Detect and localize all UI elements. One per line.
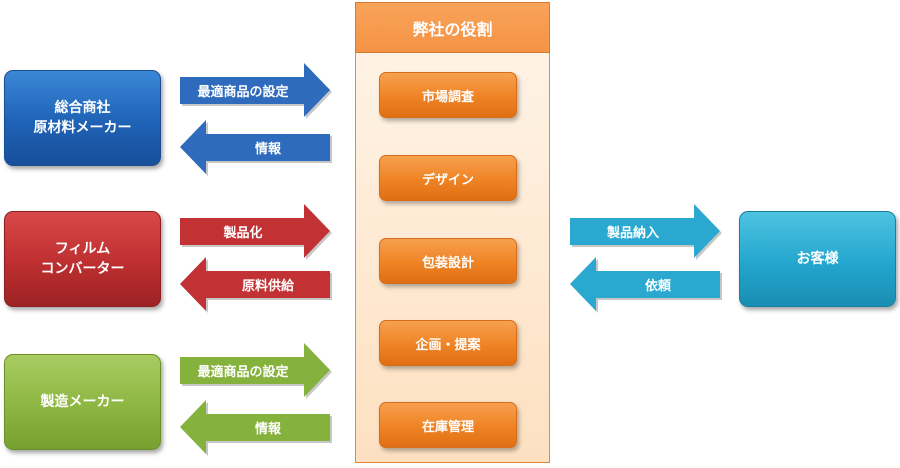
arrow-body	[570, 204, 720, 258]
arrow-shape	[180, 257, 332, 313]
arrow-label: 原料供給	[241, 278, 294, 294]
arrow-label: 依頼	[644, 278, 671, 294]
box-film-converter: フィルム コンバーター	[4, 211, 161, 307]
arrow-label: 最適商品の設定	[197, 364, 289, 380]
arrow-label: 製品納入	[606, 225, 659, 241]
arrow-body	[180, 120, 330, 174]
box-manufacturer-label: 製造メーカー	[40, 394, 125, 410]
arrow-label: 情報	[254, 421, 281, 437]
arrow-productization: 製品化	[180, 204, 332, 260]
arrow-body	[180, 400, 330, 454]
box-customer: お客様	[739, 211, 896, 307]
arrow-best-product-setting-2: 最適商品の設定	[180, 343, 332, 399]
box-customer-label: お客様	[796, 251, 839, 267]
arrow-info-1: 情報	[180, 120, 332, 176]
role-inventory-management: 在庫管理	[379, 402, 517, 448]
arrow-material-supply: 原料供給	[180, 257, 332, 313]
arrow-shape	[180, 63, 332, 119]
arrow-body	[180, 204, 330, 258]
arrow-body	[180, 63, 330, 117]
box-manufacturer: 製造メーカー	[4, 354, 161, 450]
arrow-shape	[180, 204, 332, 260]
arrow-request: 依頼	[570, 257, 722, 313]
arrow-label: 最適商品の設定	[197, 84, 289, 100]
arrow-shape	[570, 204, 722, 260]
arrow-best-product-setting-1: 最適商品の設定	[180, 63, 332, 119]
arrow-shape	[180, 120, 332, 176]
arrow-label: 製品化	[223, 225, 263, 241]
role-design: デザイン	[379, 155, 517, 201]
box-trading-company-label: 総合商社 原材料メーカー	[33, 100, 132, 136]
arrow-body	[180, 257, 330, 311]
box-film-converter-label: フィルム コンバーター	[40, 241, 125, 277]
arrow-shape	[570, 257, 722, 313]
role-market-research: 市場調査	[379, 72, 517, 118]
arrow-info-2: 情報	[180, 400, 332, 456]
arrow-product-delivery: 製品納入	[570, 204, 722, 260]
role-planning-proposal: 企画・提案	[379, 320, 517, 366]
arrow-body	[570, 257, 720, 311]
role-packaging-design: 包装設計	[379, 238, 517, 284]
arrow-shape	[180, 400, 332, 456]
arrow-body	[180, 343, 330, 397]
arrow-shape	[180, 343, 332, 399]
arrow-label: 情報	[254, 141, 281, 157]
role-panel-title: 弊社の役割	[355, 2, 550, 53]
box-trading-company: 総合商社 原材料メーカー	[4, 70, 161, 166]
